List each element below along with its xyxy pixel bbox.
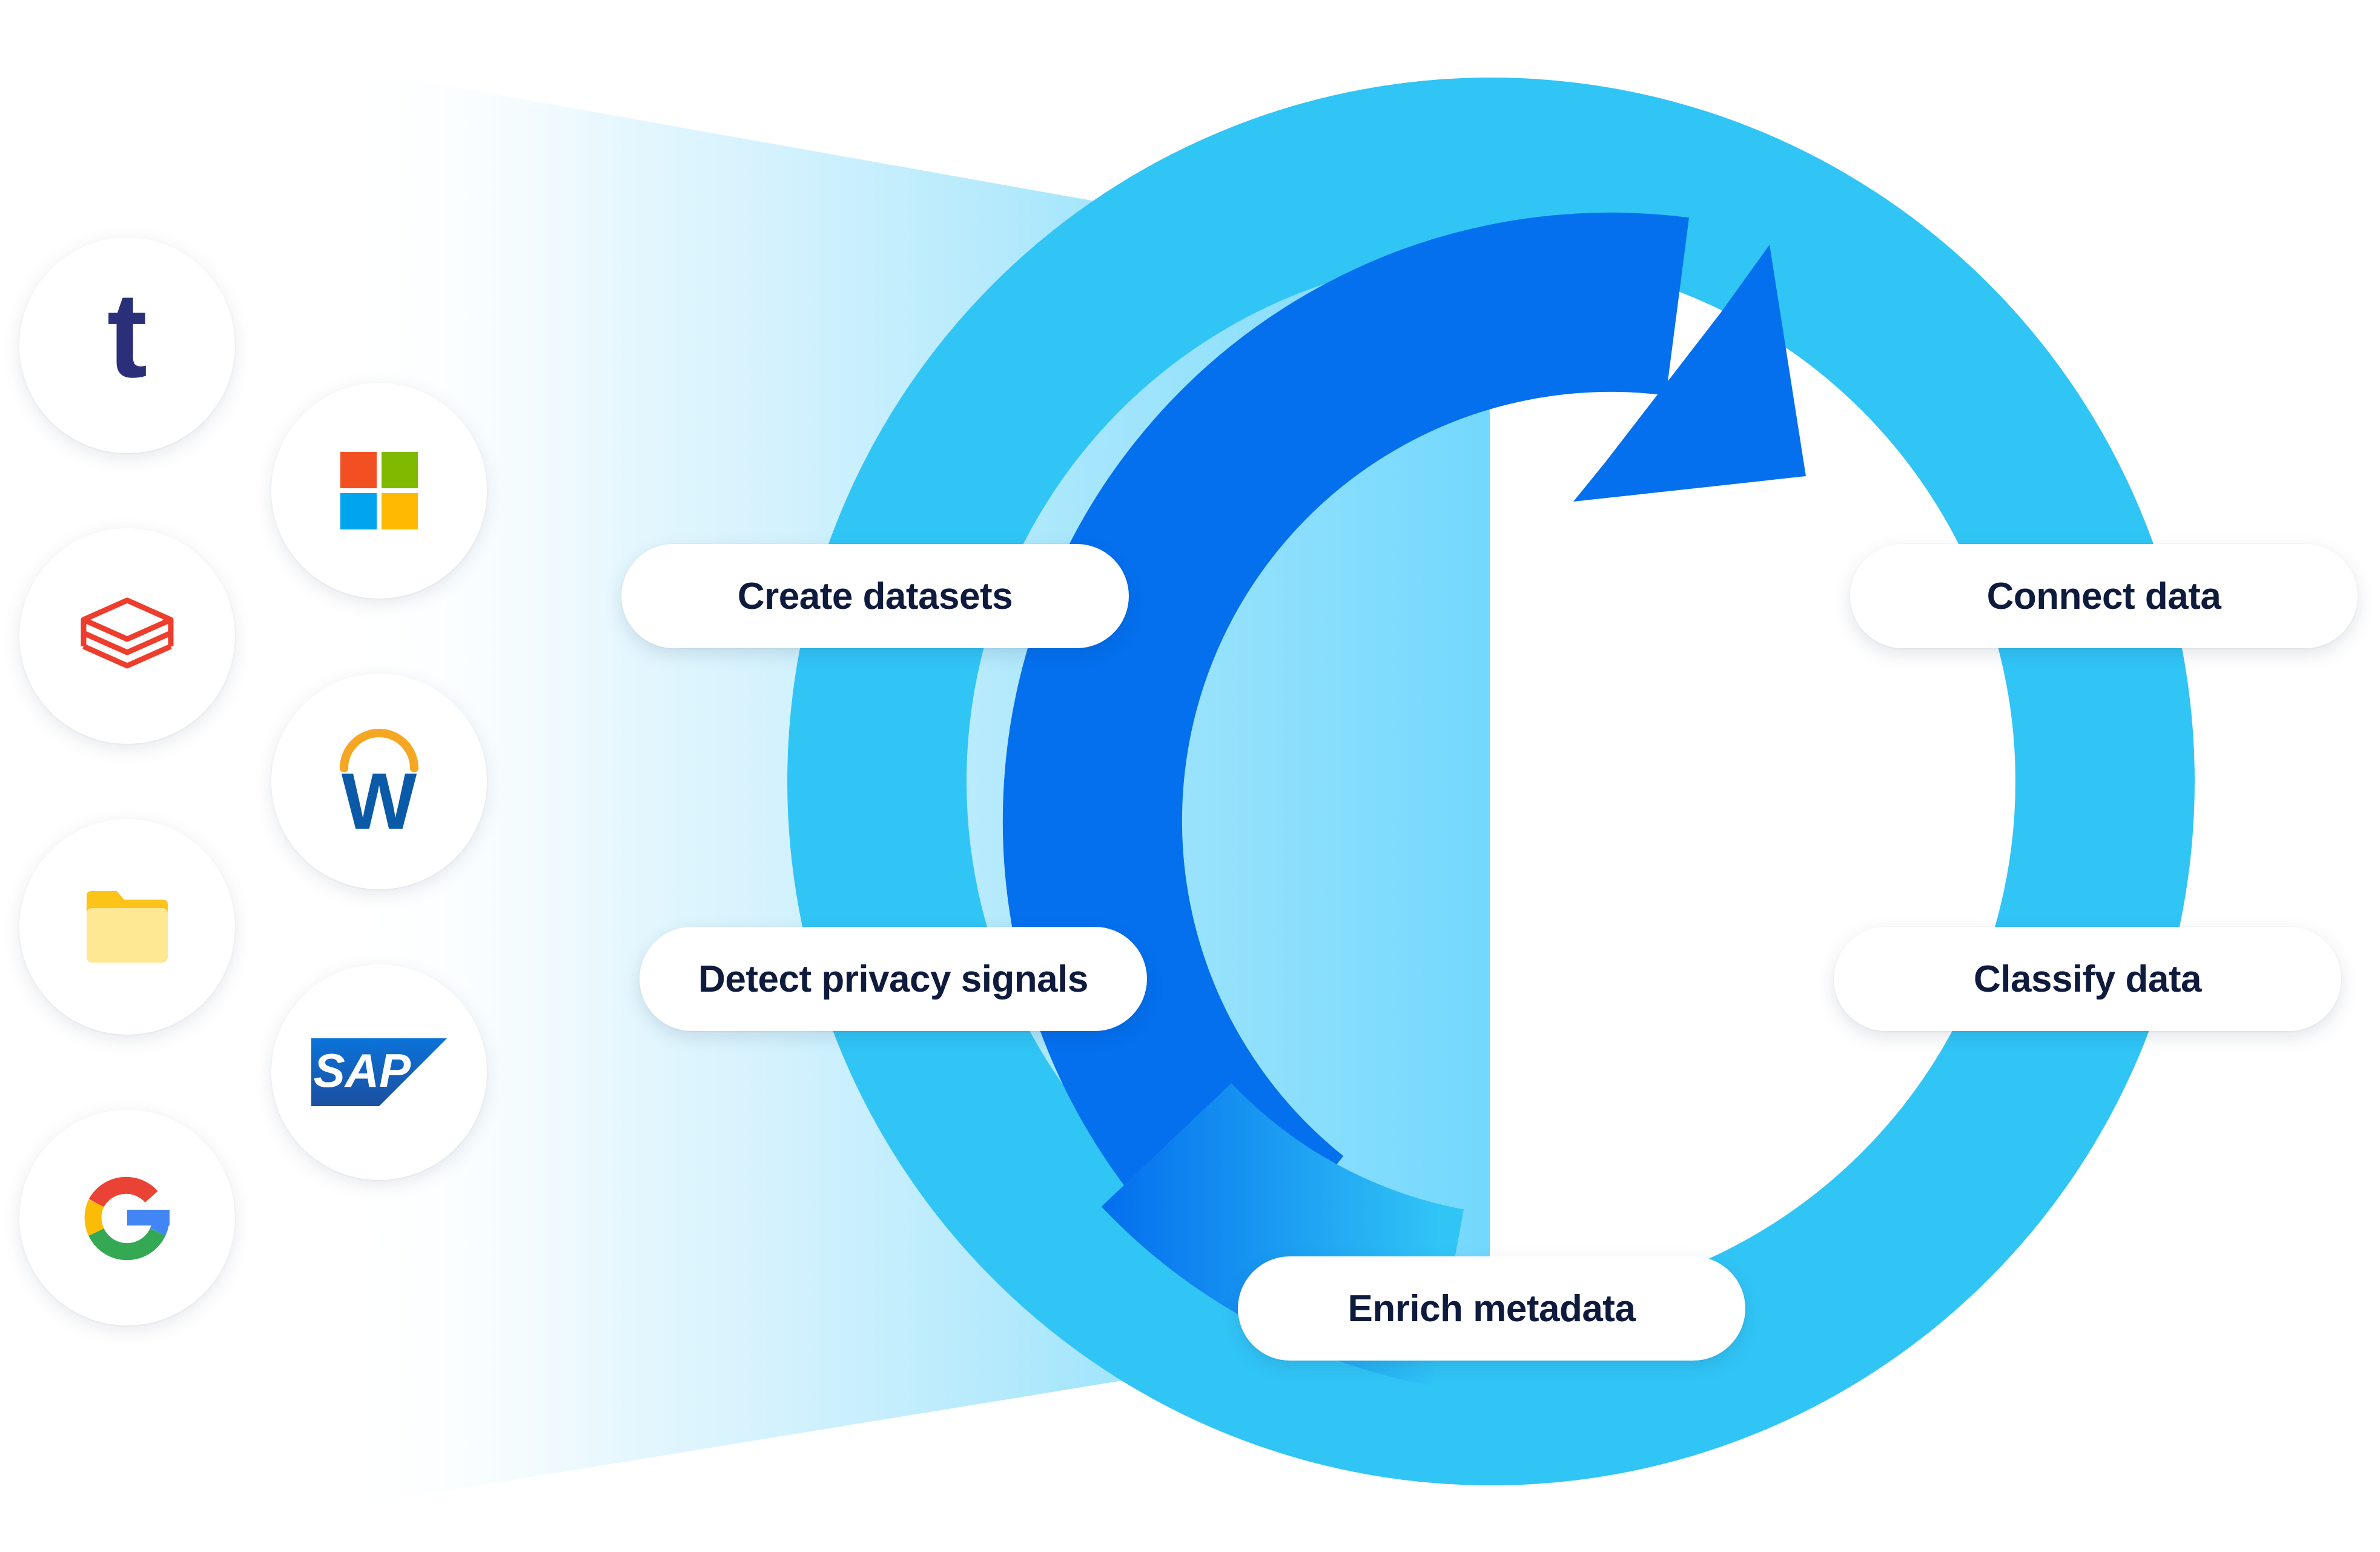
cycle-ring-light <box>787 78 2195 1485</box>
step-create-datasets: Create datasets <box>621 544 1129 648</box>
svg-text:t: t <box>107 279 148 403</box>
step-enrich-metadata: Enrich metadata <box>1238 1256 1745 1361</box>
logo-microsoft <box>271 383 487 599</box>
logo-tulip: t <box>19 237 235 453</box>
logo-sap: SAP <box>271 964 487 1180</box>
sap-icon: SAP <box>311 1038 447 1106</box>
databricks-icon <box>81 597 174 669</box>
step-classify-data: Classify data <box>1834 927 2341 1031</box>
logo-workday: W <box>271 674 487 889</box>
svg-text:W: W <box>342 757 417 842</box>
cycle-ring-dark <box>1002 212 1689 1296</box>
logo-folder <box>19 819 235 1035</box>
google-icon <box>84 1176 170 1261</box>
step-connect-data: Connect data <box>1850 544 2358 648</box>
logo-databricks <box>19 528 235 744</box>
logo-google <box>19 1110 235 1325</box>
step-detect-privacy-signals: Detect privacy signals <box>640 927 1147 1031</box>
folder-icon <box>87 891 168 963</box>
svg-text:SAP: SAP <box>314 1044 411 1097</box>
tulip-icon: t <box>107 279 148 403</box>
workday-icon: W <box>340 729 418 842</box>
cycle-arrow-head <box>1573 245 1806 502</box>
microsoft-icon <box>340 452 418 529</box>
